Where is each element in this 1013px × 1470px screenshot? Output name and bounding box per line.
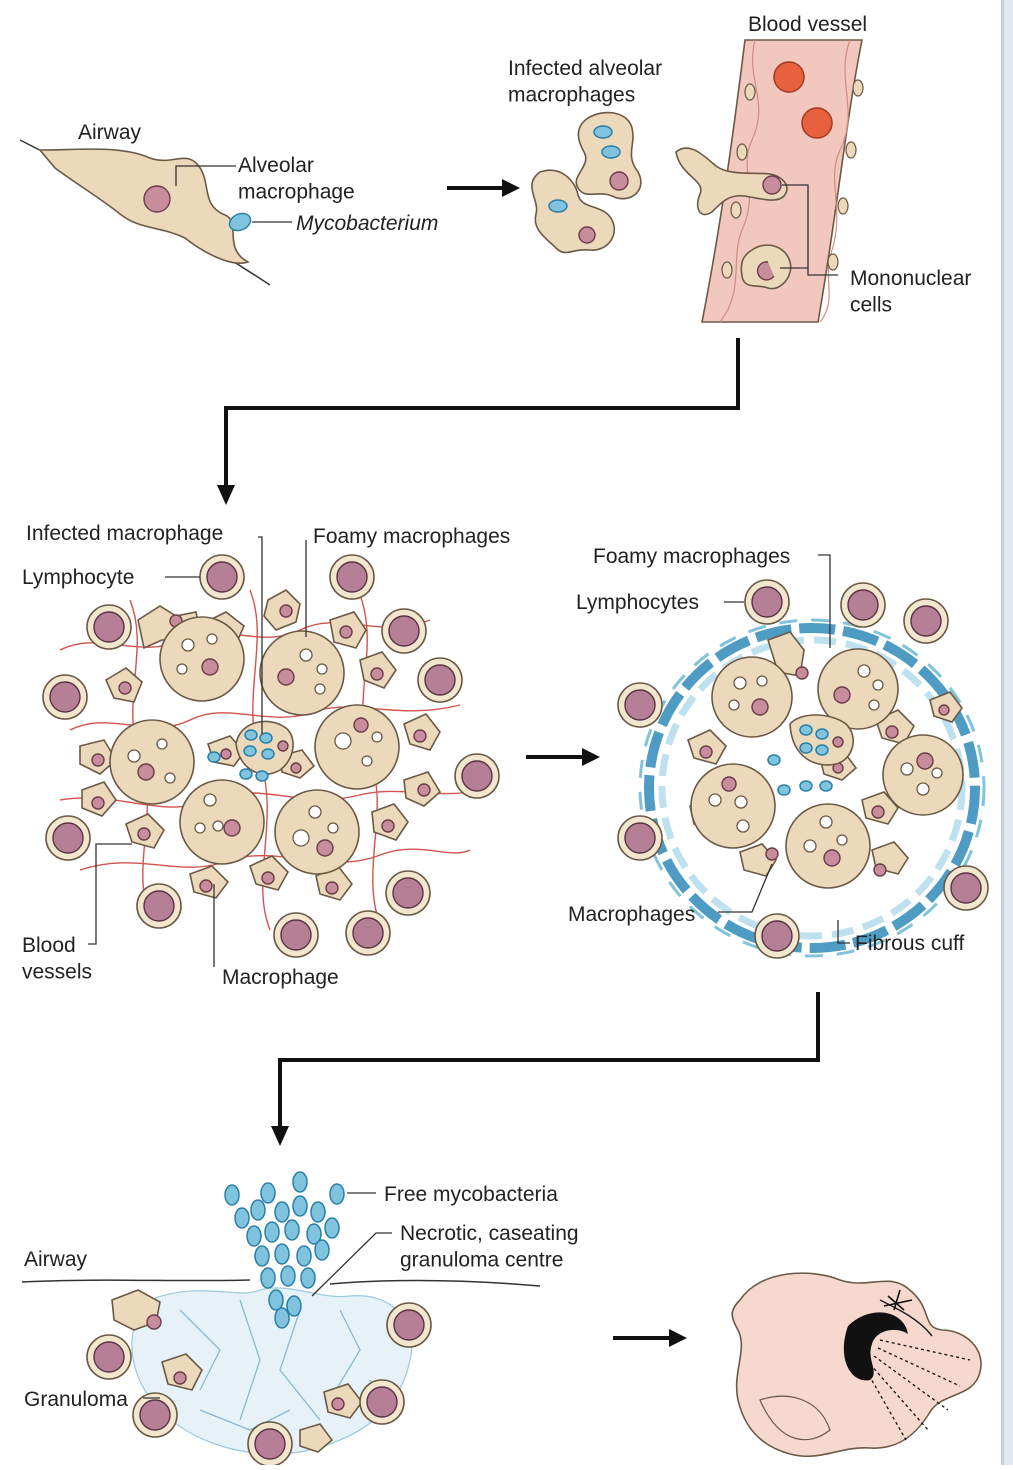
red-blood-cell (774, 62, 804, 92)
panel-blood-vessel (676, 40, 863, 322)
label-lymphocytes: Lymphocytes (576, 591, 699, 614)
page-scrollbar-edge (1001, 0, 1013, 1465)
label-airway-bottom: Airway (24, 1248, 88, 1271)
label-mycobacterium: Mycobacterium (296, 212, 438, 235)
infected-core-mature (768, 715, 853, 795)
arrow-step-1 (447, 179, 520, 197)
panel-lung-cavity (732, 1273, 981, 1456)
label-foamy-macrophages-left: Foamy macrophages (313, 525, 510, 548)
red-blood-cell (802, 108, 832, 138)
label-macrophages: Macrophages (568, 903, 695, 926)
label-airway-top: Airway (78, 121, 142, 144)
label-free-mycobacteria: Free mycobacteria (384, 1183, 558, 1206)
label-macrophage: Macrophage (222, 966, 339, 989)
panel-mature-granuloma (618, 555, 988, 958)
airway-wall-bottom (22, 1280, 250, 1282)
label-lymphocyte: Lymphocyte (22, 566, 134, 589)
label-granuloma: Granuloma (24, 1388, 128, 1411)
arrow-step-2 (217, 338, 738, 505)
label-fibrous-cuff: Fibrous cuff (855, 932, 964, 955)
panel-early-granuloma (43, 537, 499, 967)
panel-caseating-granuloma (22, 1172, 540, 1465)
arrow-step-4 (271, 992, 818, 1146)
arrow-step-3 (526, 748, 600, 766)
label-blood-vessel: Blood vessel (748, 13, 867, 36)
arrow-step-5 (613, 1329, 687, 1347)
panel-infected-macrophages (532, 113, 641, 253)
label-foamy-macrophages-right: Foamy macrophages (593, 545, 790, 568)
label-infected-macrophage: Infected macrophage (26, 522, 223, 545)
alveolar-macrophage-nucleus (144, 186, 170, 212)
